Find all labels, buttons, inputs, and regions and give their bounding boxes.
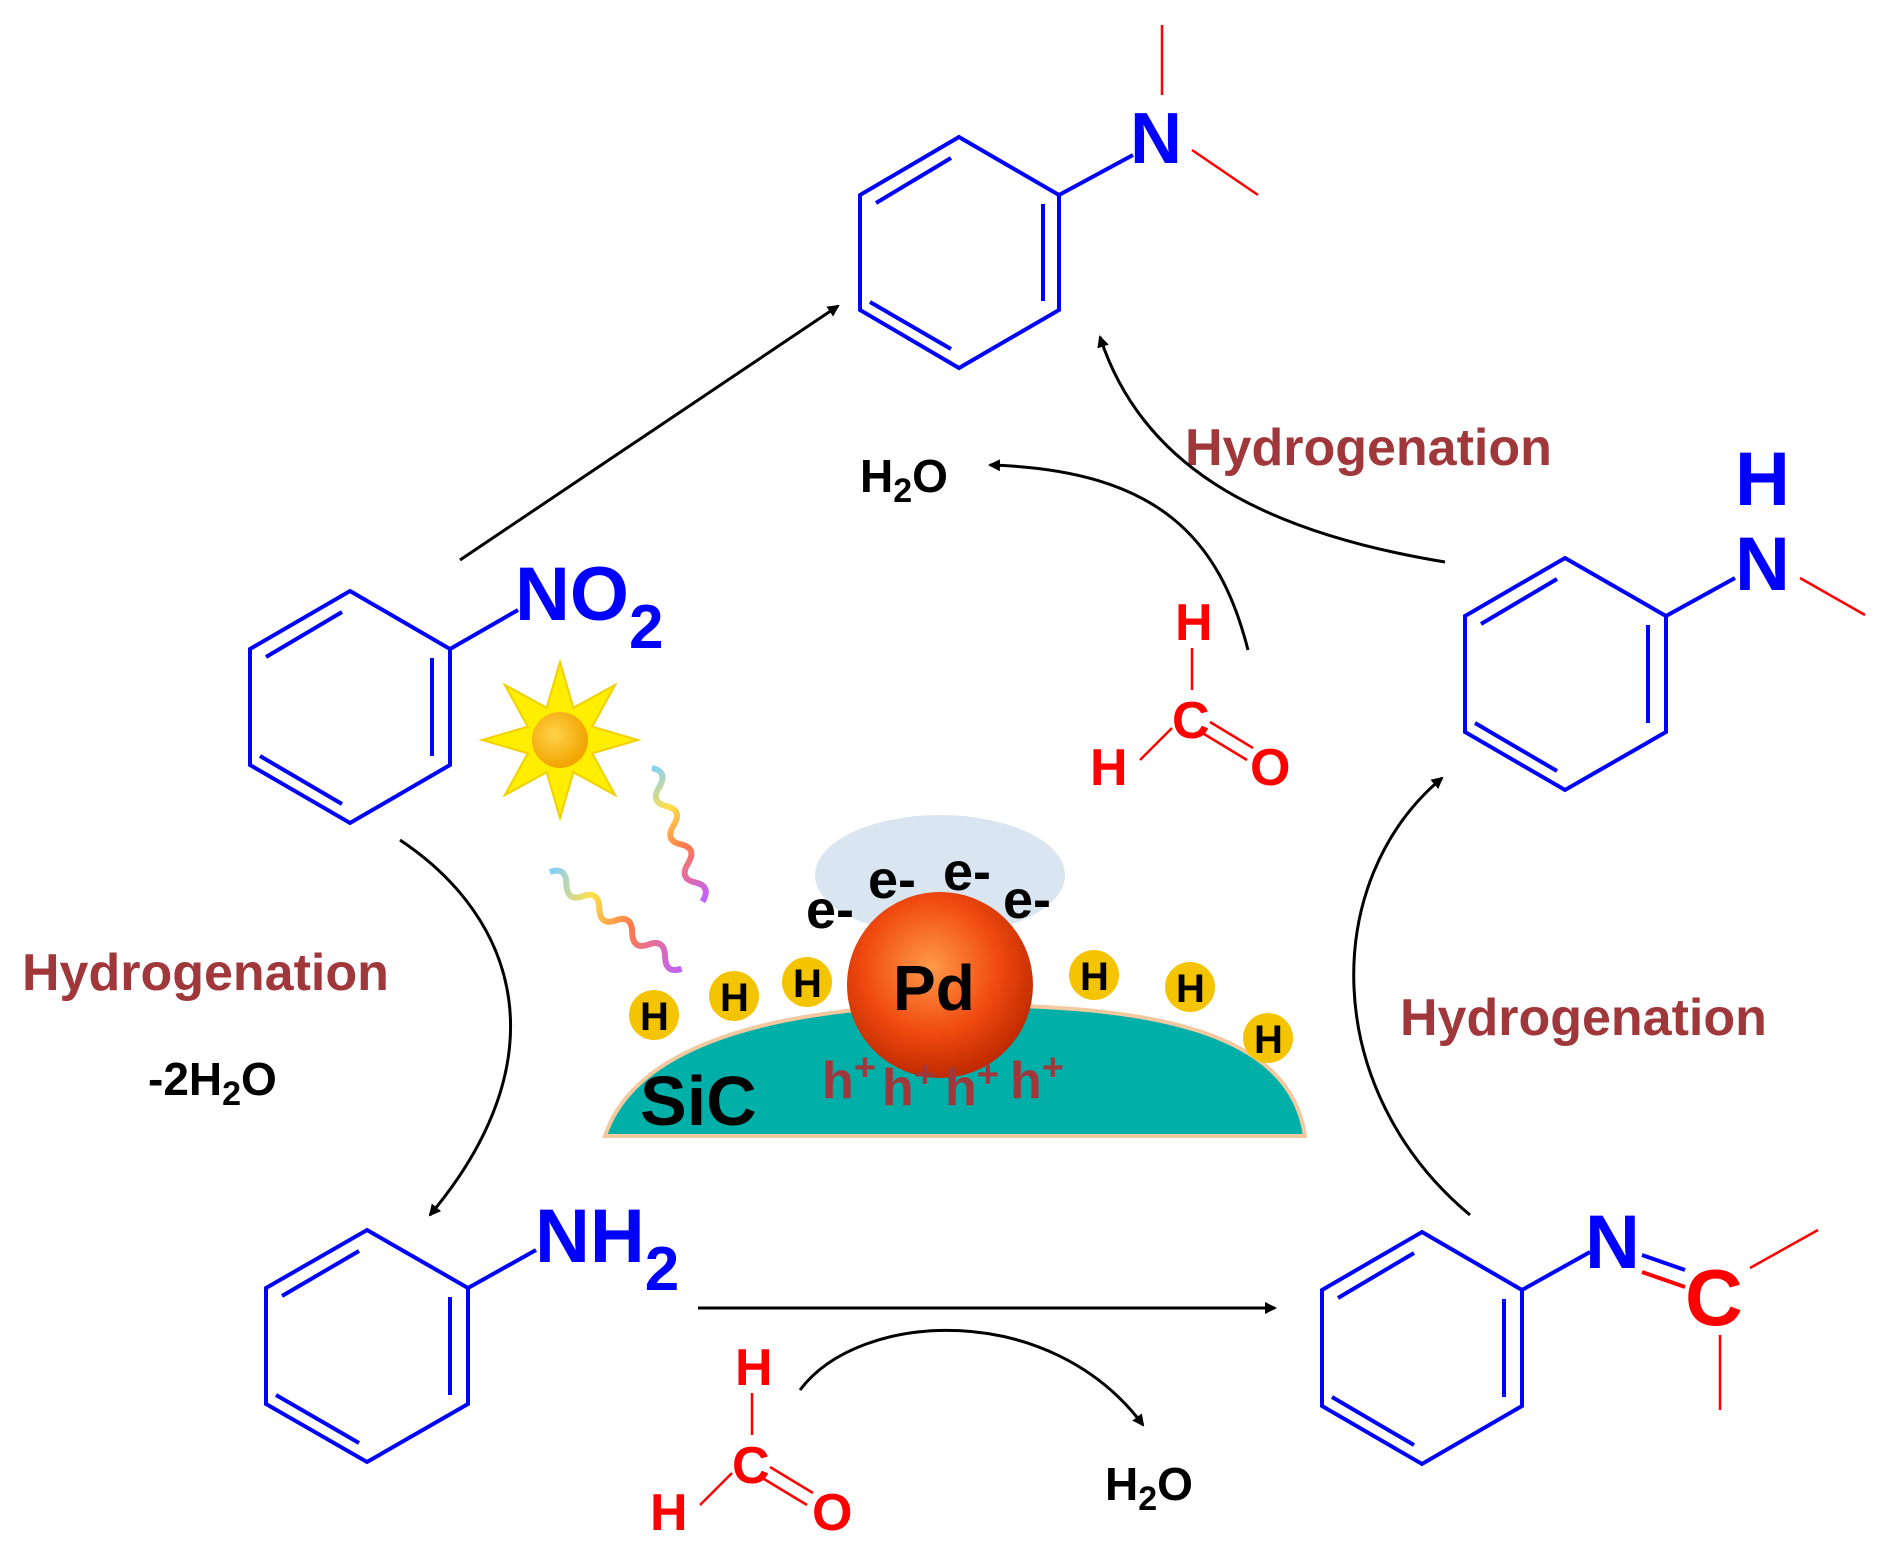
amine-label: NH xyxy=(535,1194,645,1279)
imine-C-label: C xyxy=(1685,1253,1743,1342)
sun-icon xyxy=(478,658,642,822)
hole-4: h+ xyxy=(1010,1047,1064,1110)
methyl-N-label: N xyxy=(1735,522,1790,607)
sic-label: SiC xyxy=(640,1062,757,1140)
electron-3: e- xyxy=(943,842,991,902)
amine-subscript: 2 xyxy=(645,1235,679,1304)
dimethylaniline-molecule: N xyxy=(858,25,1259,371)
formaldehyde-lower: H C H O xyxy=(650,1339,852,1542)
formaldehyde-upper-H-top: H xyxy=(1175,594,1213,652)
adsorbed-H-5: H xyxy=(1165,962,1215,1012)
hydrogenation-right-label: Hydrogenation xyxy=(1400,989,1767,1047)
formaldehyde-upper-C: C xyxy=(1172,692,1210,750)
formaldehyde-lower-O: O xyxy=(812,1484,852,1542)
electron-4: e- xyxy=(1003,870,1051,930)
svg-text:H: H xyxy=(793,962,822,1006)
pd-nanoparticle xyxy=(847,892,1033,1078)
hole-2: h+ xyxy=(882,1054,936,1117)
imine-molecule: N C xyxy=(1320,1200,1819,1467)
formaldehyde-upper: H C H O xyxy=(1090,594,1290,797)
light-wave-1-icon xyxy=(651,765,709,904)
nitro-subscript: 2 xyxy=(629,593,663,662)
water-bottom-label: H2O xyxy=(1105,1458,1193,1518)
arrow-formaldehyde-to-water-top xyxy=(988,459,1250,651)
arrow-nitro-to-dimethyl xyxy=(459,304,840,562)
adsorbed-hydrogen-group: H H H H H H xyxy=(629,950,1293,1063)
adsorbed-H-1: H xyxy=(629,990,679,1040)
nitrobenzene-molecule: NO2 xyxy=(248,552,663,826)
methylaniline-molecule: H N xyxy=(1463,437,1866,793)
adsorbed-H-2: H xyxy=(709,971,759,1021)
catalyst: Pd SiC e- e- e- e- h+ h+ h+ h+ H H H H H… xyxy=(602,815,1308,1140)
svg-text:H: H xyxy=(720,976,749,1020)
imine-N-label: N xyxy=(1585,1200,1640,1285)
hole-1: h+ xyxy=(822,1047,876,1110)
hydrogenation-left-label: Hydrogenation xyxy=(22,944,389,1002)
water-top-label: H2O xyxy=(860,450,948,510)
svg-text:H: H xyxy=(1254,1018,1283,1062)
formaldehyde-upper-H-left: H xyxy=(1090,739,1128,797)
electron-cloud xyxy=(815,815,1065,935)
electron-2: e- xyxy=(868,850,916,910)
arrow-nitro-to-aniline xyxy=(399,838,513,1217)
svg-text:H: H xyxy=(1176,967,1205,1011)
arrow-imine-to-methylaniline xyxy=(1352,776,1471,1217)
formaldehyde-lower-H-top: H xyxy=(735,1339,773,1397)
svg-text:NH2: NH2 xyxy=(535,1194,679,1304)
svg-text:H: H xyxy=(1080,955,1109,999)
nitro-label: NO xyxy=(515,552,629,637)
dimethyl-N-label: N xyxy=(1130,99,1182,179)
svg-text:NO2: NO2 xyxy=(515,552,663,662)
adsorbed-H-3: H xyxy=(782,957,832,1007)
electron-1: e- xyxy=(806,880,854,940)
formaldehyde-upper-O: O xyxy=(1250,739,1290,797)
svg-text:H: H xyxy=(640,995,669,1039)
formaldehyde-lower-C: C xyxy=(732,1437,770,1495)
adsorbed-H-6: H xyxy=(1243,1013,1293,1063)
formaldehyde-lower-H-left: H xyxy=(650,1484,688,1542)
adsorbed-H-4: H xyxy=(1069,950,1119,1000)
pd-label: Pd xyxy=(893,952,975,1024)
minus-water-label: -2H2O xyxy=(148,1053,277,1113)
arrow-formaldehyde-to-water-bottom xyxy=(798,1328,1145,1427)
hole-3: h+ xyxy=(945,1054,999,1117)
light-wave-2-icon xyxy=(548,867,683,974)
aniline-molecule: NH2 xyxy=(264,1194,679,1465)
methyl-H-label: H xyxy=(1735,437,1790,522)
hydrogenation-top-label: Hydrogenation xyxy=(1185,419,1552,477)
arrow-methyl-to-dimethyl xyxy=(1097,335,1446,564)
